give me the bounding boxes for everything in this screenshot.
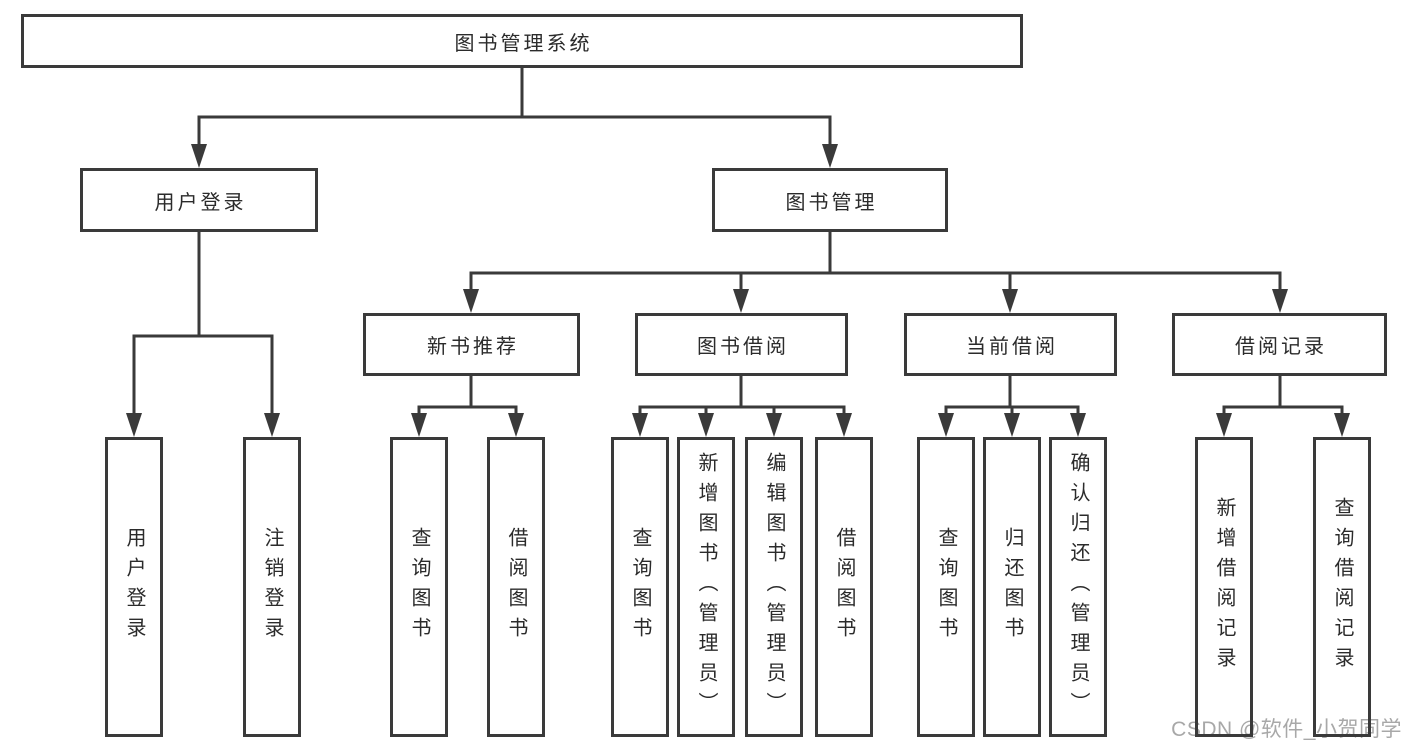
node-label: 图书管理: [785, 191, 878, 214]
leaf-query-books: 查询图书: [390, 437, 448, 737]
node-user-login: 用户登录: [80, 168, 318, 232]
connector-new-books: [411, 376, 524, 437]
node-label: 新增图书（管理员）: [695, 452, 717, 722]
node-label: 查询图书: [408, 527, 430, 647]
connector-book-mgmt: [463, 232, 1288, 313]
leaf-edit-books-admin: 编辑图书（管理员）: [745, 437, 803, 737]
leaf-query-books-2: 查询图书: [611, 437, 669, 737]
node-label: 查询图书: [935, 527, 957, 647]
node-book-management-system: 图书管理系统: [21, 14, 1023, 68]
connector-borrow-records: [1216, 376, 1350, 437]
connector-root: [191, 68, 838, 168]
node-label: 确认归还（管理员）: [1067, 452, 1089, 722]
node-label: 归还图书: [1001, 527, 1023, 647]
node-label: 借阅记录: [1235, 336, 1327, 358]
connector-book-borrow: [632, 376, 852, 437]
node-label: 借阅图书: [833, 527, 855, 647]
leaf-confirm-return-admin: 确认归还（管理员）: [1049, 437, 1107, 737]
leaf-query-borrow-record: 查询借阅记录: [1313, 437, 1371, 737]
node-label: 图书管理系统: [454, 32, 593, 55]
node-current-borrowing: 当前借阅: [904, 313, 1117, 376]
node-label: 借阅图书: [505, 527, 527, 647]
node-label: 注销登录: [261, 527, 283, 647]
node-book-borrowing: 图书借阅: [635, 313, 848, 376]
leaf-query-books-3: 查询图书: [917, 437, 975, 737]
leaf-add-books-admin: 新增图书（管理员）: [677, 437, 735, 737]
node-borrowing-records: 借阅记录: [1172, 313, 1387, 376]
node-label: 新增借阅记录: [1213, 497, 1235, 677]
leaf-borrow-books: 借阅图书: [487, 437, 545, 737]
leaf-user-login: 用户登录: [105, 437, 163, 737]
node-label: 用户登录: [154, 191, 247, 214]
leaf-logout: 注销登录: [243, 437, 301, 737]
node-label: 编辑图书（管理员）: [763, 452, 785, 722]
node-label: 当前借阅: [966, 336, 1058, 358]
node-label: 查询借阅记录: [1331, 497, 1353, 677]
node-label: 新书推荐: [427, 336, 519, 358]
node-new-book-recommend: 新书推荐: [363, 313, 580, 376]
csdn-watermark: CSDN @软件_小贺同学: [1171, 718, 1402, 741]
leaf-add-borrow-record: 新增借阅记录: [1195, 437, 1253, 737]
leaf-borrow-books-2: 借阅图书: [815, 437, 873, 737]
leaf-return-books: 归还图书: [983, 437, 1041, 737]
connector-current-borrow: [938, 376, 1086, 437]
connector-user-login: [126, 232, 280, 437]
node-label: 图书借阅: [697, 336, 789, 358]
node-label: 查询图书: [629, 527, 651, 647]
node-label: 用户登录: [123, 527, 145, 647]
node-book-management: 图书管理: [712, 168, 948, 232]
